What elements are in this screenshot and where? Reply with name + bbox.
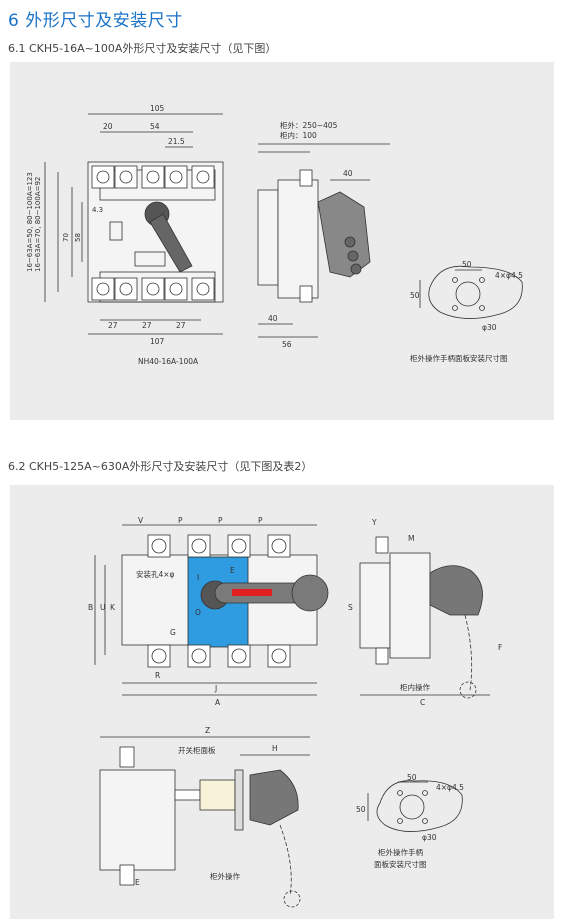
label-p1: P bbox=[178, 516, 183, 525]
label-k: K bbox=[110, 603, 116, 612]
label-s: S bbox=[348, 603, 353, 612]
label-g: G bbox=[170, 628, 176, 637]
label-y: Y bbox=[371, 518, 377, 527]
dim-top-mid: 54 bbox=[150, 122, 160, 131]
dim-top-total: 105 bbox=[150, 104, 165, 113]
diagram-panel-small: 105 20 54 21.5 27 27 27 107 NH40-16A-100… bbox=[10, 62, 554, 420]
label-u: U bbox=[100, 603, 106, 612]
label-outer-operation: 柜外操作 bbox=[210, 871, 240, 881]
label-b: B bbox=[88, 603, 93, 612]
hole2-caption-1: 柜外操作手柄 bbox=[378, 847, 423, 857]
hole-dim-50-h: 50 bbox=[462, 260, 472, 269]
hole2-dim-phi: φ30 bbox=[422, 833, 437, 842]
label-r: R bbox=[155, 671, 160, 680]
hole2-dim-50-v: 50 bbox=[356, 805, 366, 814]
hole2-caption-2: 面板安装尺寸图 bbox=[374, 859, 427, 869]
label-c: C bbox=[420, 698, 425, 707]
dim-left-4: 58 bbox=[74, 233, 82, 242]
small-switch-drawing: 105 20 54 21.5 27 27 27 107 NH40-16A-100… bbox=[26, 104, 523, 366]
subsection-title-6-2: 6.2 CKH5-125A~630A外形尺寸及安装尺寸（见下图及表2） bbox=[8, 460, 313, 473]
dim-bottom-1: 27 bbox=[108, 321, 118, 330]
label-mount-holes: 安装孔4×φ bbox=[136, 569, 175, 579]
label-j: J bbox=[214, 684, 217, 693]
hole-caption: 柜外操作手柄面板安装尺寸图 bbox=[410, 353, 508, 363]
dim-bottom-total: 107 bbox=[150, 337, 165, 346]
label-m: M bbox=[408, 534, 414, 543]
label-panel: 开关柜面板 bbox=[178, 745, 216, 755]
subsection-title-6-1: 6.1 CKH5-16A~100A外形尺寸及安装尺寸（见下图） bbox=[8, 42, 277, 55]
large-switch-drawing: V P P P 安装孔4×φ B U K G R J A E O I Y M S… bbox=[88, 516, 502, 908]
dim-left-5: 4.3 bbox=[92, 206, 103, 214]
dim-left-3: 70 bbox=[62, 233, 70, 242]
cabinet-outer: 柜外：250~405 bbox=[280, 120, 338, 130]
label-v: V bbox=[138, 516, 144, 525]
diagram-panel-large: V P P P 安装孔4×φ B U K G R J A E O I Y M S… bbox=[10, 485, 554, 919]
label-a: A bbox=[215, 698, 221, 707]
label-p2: P bbox=[218, 516, 223, 525]
label-f: F bbox=[498, 643, 502, 652]
label-inner-operation: 柜内操作 bbox=[400, 682, 430, 692]
side-dim-bottom: 56 bbox=[282, 340, 292, 349]
dim-bottom-3: 27 bbox=[176, 321, 186, 330]
label-z: Z bbox=[205, 726, 210, 735]
hole2-dim-hole: 4×φ4.5 bbox=[436, 783, 464, 792]
dim-left-1: 16~63A=70, 80~100A=92 bbox=[34, 177, 42, 272]
hole-dim-hole: 4×φ4.5 bbox=[495, 271, 523, 280]
hole-dim-50-v: 50 bbox=[410, 291, 420, 300]
hole2-dim-50-h: 50 bbox=[407, 773, 417, 782]
label-e-bottom: E bbox=[135, 878, 140, 887]
label-h: H bbox=[272, 744, 278, 753]
label-e: E bbox=[230, 566, 235, 575]
label-o: O bbox=[195, 608, 201, 617]
cabinet-inner: 柜内：100 bbox=[280, 130, 317, 140]
section-title: 6 外形尺寸及安装尺寸 bbox=[8, 11, 183, 31]
side-dim-top: 40 bbox=[343, 169, 353, 178]
dim-top-right: 21.5 bbox=[168, 137, 185, 146]
model-label: NH40-16A-100A bbox=[138, 357, 199, 366]
label-p3: P bbox=[258, 516, 263, 525]
dim-bottom-2: 27 bbox=[142, 321, 152, 330]
side-dim-mid: 40 bbox=[268, 314, 278, 323]
dim-top-left: 20 bbox=[103, 122, 113, 131]
dim-left-2: 16~63A=50, 80~100A=123 bbox=[26, 172, 34, 272]
hole-dim-phi: φ30 bbox=[482, 323, 497, 332]
label-i: I bbox=[197, 573, 199, 582]
